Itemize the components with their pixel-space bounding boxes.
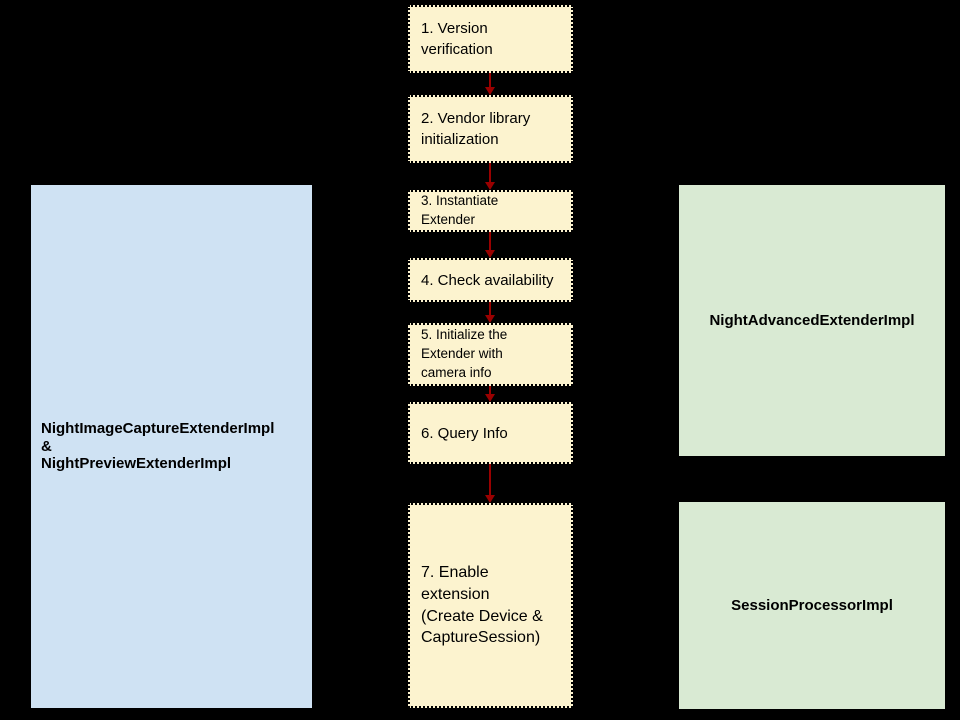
- flow-arrow-3-4: [485, 232, 495, 258]
- step-label: 4. Check availability: [421, 271, 554, 289]
- step-box-version-verification: 1. Version verification: [408, 5, 573, 73]
- right-impl-box-label: SessionProcessorImpl: [731, 596, 893, 614]
- right-impl-box-session-processor: SessionProcessorImpl: [679, 502, 945, 709]
- left-impl-box-night-image-preview: NightImageCaptureExtenderImpl & NightPre…: [31, 185, 312, 708]
- arrow-shaft: [489, 163, 491, 182]
- arrow-shaft: [489, 232, 491, 250]
- flow-arrow-6-7: [485, 464, 495, 503]
- flow-arrow-2-3: [485, 163, 495, 190]
- step-label: 6. Query Info: [421, 424, 508, 442]
- flow-arrow-5-6: [485, 386, 495, 402]
- step-box-enable-extension: 7. Enable extension (Create Device & Cap…: [408, 503, 573, 708]
- step-label: 2. Vendor library initialization: [421, 110, 531, 148]
- arrowhead-down-icon: [485, 87, 495, 95]
- step-box-initialize-extender: 5. Initialize the Extender with camera i…: [408, 323, 573, 386]
- right-impl-box-night-advanced: NightAdvancedExtenderImpl: [679, 185, 945, 456]
- step-label: 5. Initialize the Extender with camera i…: [421, 327, 508, 380]
- arrowhead-down-icon: [485, 250, 495, 258]
- step-label: 3. Instantiate Extender: [421, 193, 499, 227]
- step-box-check-availability: 4. Check availability: [408, 258, 573, 302]
- step-box-instantiate-extender: 3. Instantiate Extender: [408, 190, 573, 232]
- step-label: 7. Enable extension (Create Device & Cap…: [421, 564, 543, 647]
- arrowhead-down-icon: [485, 495, 495, 503]
- arrow-shaft: [489, 73, 491, 87]
- step-box-query-info: 6. Query Info: [408, 402, 573, 464]
- arrow-shaft: [489, 302, 491, 315]
- arrowhead-down-icon: [485, 394, 495, 402]
- arrowhead-down-icon: [485, 315, 495, 323]
- flow-arrow-1-2: [485, 73, 495, 95]
- arrowhead-down-icon: [485, 182, 495, 190]
- left-impl-box-label: NightImageCaptureExtenderImpl & NightPre…: [41, 419, 275, 473]
- flow-arrow-4-5: [485, 302, 495, 323]
- right-impl-box-label: NightAdvancedExtenderImpl: [709, 311, 915, 329]
- step-box-vendor-library-initialization: 2. Vendor library initialization: [408, 95, 573, 163]
- arrow-shaft: [489, 386, 491, 394]
- arrow-shaft: [489, 464, 491, 495]
- step-label: 1. Version verification: [421, 20, 493, 58]
